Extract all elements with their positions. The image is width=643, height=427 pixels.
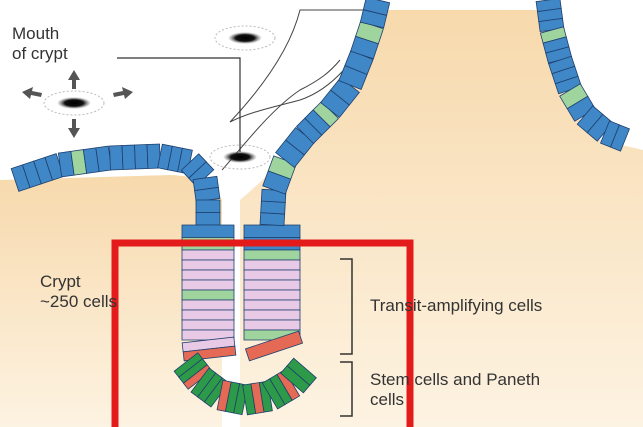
epithelial-cell bbox=[244, 300, 300, 310]
stem-label-line2: cells bbox=[370, 390, 540, 410]
epithelial-cell bbox=[244, 290, 300, 300]
crypt-opening-icon bbox=[44, 91, 104, 115]
epithelial-cell bbox=[196, 213, 220, 226]
epithelial-cell bbox=[244, 280, 300, 290]
transit-label-text: Transit-amplifying cells bbox=[370, 296, 542, 316]
epithelial-cell bbox=[182, 270, 234, 280]
arrow-up-icon bbox=[68, 70, 80, 89]
epithelial-cell bbox=[244, 270, 300, 280]
crypt-cells-label: Crypt ~250 cells bbox=[40, 272, 117, 312]
arrow-down-icon bbox=[68, 119, 80, 138]
epithelial-cell bbox=[244, 225, 300, 238]
crypt-label-line1: Crypt bbox=[40, 272, 117, 292]
stem-label-line1: Stem cells and Paneth bbox=[370, 370, 540, 390]
epithelial-cell bbox=[182, 300, 234, 310]
epithelial-cell bbox=[110, 146, 123, 170]
epithelial-cell bbox=[244, 320, 300, 330]
epithelial-cell bbox=[182, 290, 234, 300]
mouth-label-line2: of crypt bbox=[12, 44, 68, 64]
mouth-label-line1: Mouth bbox=[12, 24, 68, 44]
arrow-left-icon bbox=[22, 87, 42, 99]
crypt-label-line2: ~250 cells bbox=[40, 292, 117, 312]
epithelial-cell bbox=[244, 260, 300, 270]
mouth-leader-line bbox=[117, 58, 240, 152]
mouth-of-crypt-label: Mouth of crypt bbox=[12, 24, 68, 64]
epithelial-cell bbox=[182, 280, 234, 290]
transit-amplifying-label: Transit-amplifying cells bbox=[370, 296, 542, 316]
epithelial-cell bbox=[182, 260, 234, 270]
crypt-opening-icon bbox=[215, 26, 275, 50]
epithelial-cell bbox=[244, 250, 300, 260]
epithelial-cell bbox=[196, 200, 220, 213]
epithelial-cell bbox=[182, 250, 234, 260]
tissue-background bbox=[0, 10, 643, 427]
epithelial-cell bbox=[244, 310, 300, 320]
epithelial-cell bbox=[135, 145, 148, 169]
epithelial-cell bbox=[182, 310, 234, 320]
epithelial-cell bbox=[182, 225, 234, 238]
epithelial-cell bbox=[260, 213, 285, 226]
arrow-right-icon bbox=[113, 87, 133, 99]
epithelial-cell bbox=[261, 201, 286, 214]
stem-paneth-label: Stem cells and Paneth cells bbox=[370, 370, 540, 410]
epithelial-cell bbox=[182, 320, 234, 330]
epithelial-cell bbox=[122, 145, 135, 169]
